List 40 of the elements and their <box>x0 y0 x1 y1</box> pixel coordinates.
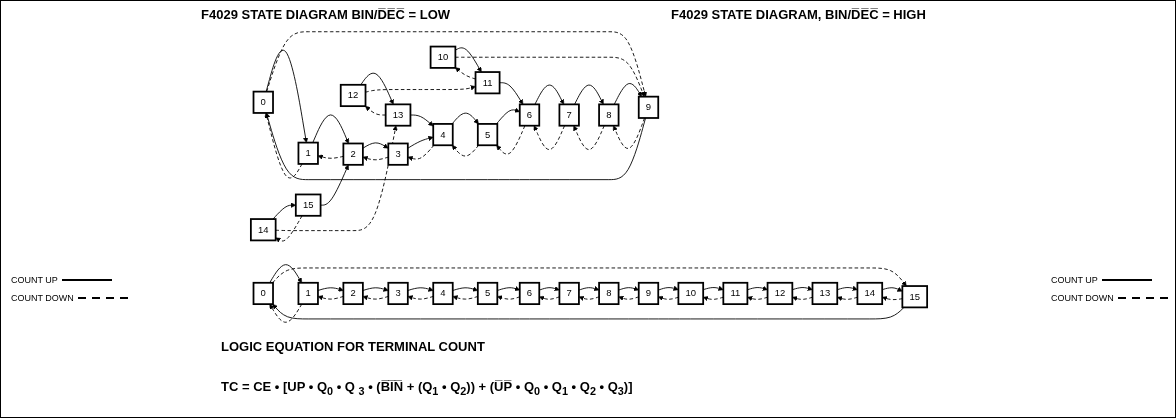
node-box: 12 <box>766 281 794 305</box>
node-box: 7 <box>558 103 580 127</box>
node-box: 6 <box>518 103 541 127</box>
node-box: 5 <box>476 281 499 305</box>
node-box: 6 <box>518 281 541 305</box>
node-box: 0 <box>252 90 274 114</box>
node-box: 4 <box>432 123 454 147</box>
node-box: 1 <box>297 141 319 165</box>
node-box: 15 <box>294 193 322 217</box>
node-box: 7 <box>558 281 580 305</box>
node-box: 14 <box>250 218 277 242</box>
diagram-heading: F4029 STATE DIAGRAM, BIN/D̅E̅C̅ = HIGH <box>671 7 926 22</box>
node-box: 3 <box>387 281 409 305</box>
node-box: 10 <box>429 45 457 69</box>
node-box: 10 <box>677 281 705 305</box>
node-box: 13 <box>384 103 412 127</box>
legend-text: COUNT DOWN <box>1051 293 1114 303</box>
node-box: 15 <box>901 285 928 309</box>
node-box: 2 <box>342 142 364 166</box>
node-box: 13 <box>811 281 839 305</box>
node-box: 2 <box>342 281 364 305</box>
logic-equation: TC = CE • [UP • Q$_{0}$ • Q $_{3}$ • (B̅I̅N̅ + (Q$_{1}$ • Q$_{2}$)) + (U̅P̅ • Q$_{0}$ • Q$_{1}$ • Q$_{2}$ • Q$_{3}$)] <box>221 379 633 397</box>
node-box: 11 <box>474 71 501 95</box>
equation-heading: LOGIC EQUATION FOR TERMINAL COUNT <box>221 339 485 354</box>
legend-text: COUNT UP <box>1051 275 1098 285</box>
node-box: 9 <box>637 95 660 119</box>
node-box: 12 <box>339 83 367 108</box>
node-box: 1 <box>297 281 319 305</box>
node-box: 9 <box>637 281 660 305</box>
node-box: 5 <box>476 123 499 147</box>
legend-text: COUNT UP <box>11 275 58 285</box>
node-box: 14 <box>856 281 884 305</box>
diagram-heading: F4029 STATE DIAGRAM BIN/D̅E̅C̅ = LOW <box>201 7 451 22</box>
node-box: 11 <box>722 281 749 305</box>
node-box: 4 <box>432 281 454 305</box>
node-box: 3 <box>387 142 409 166</box>
node-box: 8 <box>598 103 620 127</box>
node-box: 8 <box>598 281 620 305</box>
node-box: 0 <box>252 281 274 305</box>
legend-text: COUNT DOWN <box>11 293 74 303</box>
